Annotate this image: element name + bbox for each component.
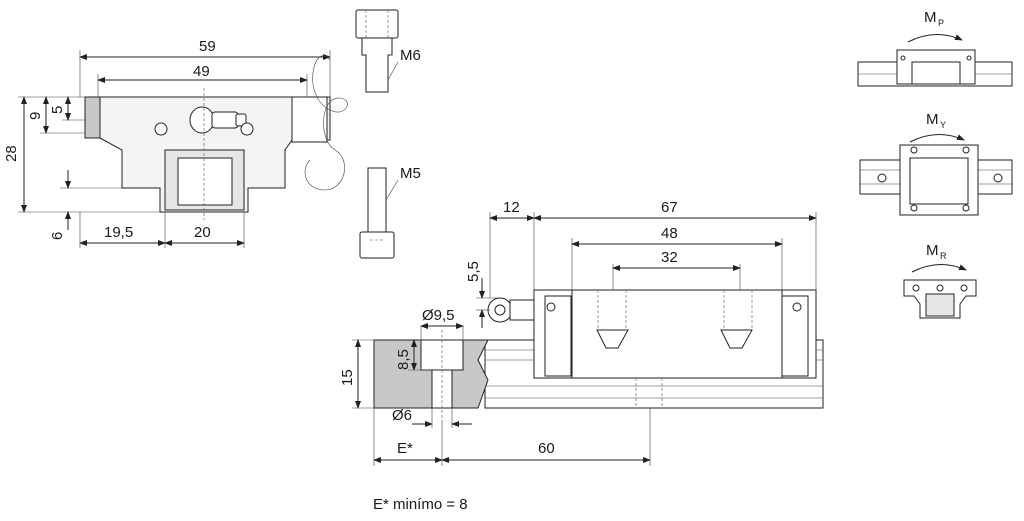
mount-hole-left — [154, 122, 168, 136]
side-view: 12 67 48 32 5,5 — [465, 199, 824, 409]
front-view: 59 49 28 9 5 6 19,5 20 — [3, 38, 348, 248]
screw-m6-label: M6 — [400, 47, 421, 64]
dim-67: 67 — [661, 199, 678, 216]
svg-text:R: R — [940, 251, 947, 261]
grease-nipple-front — [189, 106, 247, 134]
moment-mr: M R — [903, 242, 977, 319]
svg-text:Y: Y — [940, 120, 946, 130]
dim-6: 6 — [49, 232, 66, 240]
dim-28: 28 — [3, 145, 20, 162]
dim-e-star: E* — [397, 440, 413, 457]
note-e-min: E* minímo = 8 — [373, 496, 468, 513]
dim-20: 20 — [194, 224, 211, 241]
mr-label: M — [926, 242, 939, 259]
screw-m5: M5 — [359, 165, 421, 259]
dim-19-5: 19,5 — [104, 224, 133, 241]
my-label: M — [926, 111, 939, 128]
dim-48: 48 — [661, 225, 678, 242]
rail-section: Ø9,5 8,5 15 Ø6 E* 60 E* minímo = 8 — [339, 307, 651, 513]
dim-49: 49 — [193, 63, 210, 80]
mount-hole-right — [240, 122, 254, 136]
screw-m5-label: M5 — [400, 165, 421, 182]
dim-12: 12 — [503, 199, 520, 216]
dim-59: 59 — [199, 38, 216, 55]
grease-nipple-side — [487, 297, 535, 323]
dim-5: 5 — [49, 106, 66, 114]
dim-5-5: 5,5 — [465, 261, 482, 282]
dim-15: 15 — [339, 369, 356, 386]
mp-label: M — [924, 9, 937, 26]
screw-m6: M6 — [355, 9, 421, 93]
dim-dia-6: Ø6 — [392, 407, 412, 424]
dim-8-5: 8,5 — [395, 349, 412, 370]
moment-my: M Y — [859, 111, 1013, 216]
dim-9: 9 — [27, 112, 44, 120]
svg-text:P: P — [938, 18, 944, 28]
dim-dia-9-5: Ø9,5 — [422, 307, 455, 324]
dim-32: 32 — [661, 249, 678, 266]
dim-60: 60 — [538, 440, 555, 457]
moment-mp: M P — [857, 9, 1013, 87]
